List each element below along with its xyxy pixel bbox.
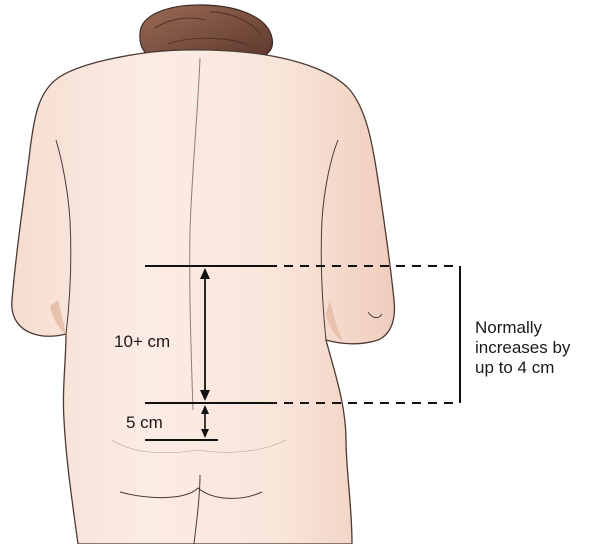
upper-span-label: 10+ cm [114, 332, 170, 352]
increase-note-line-3: up to 4 cm [475, 358, 595, 378]
increase-note: Normally increases by up to 4 cm [475, 318, 595, 378]
increase-note-line-1: Normally [475, 318, 595, 338]
increase-note-line-2: increases by [475, 338, 595, 358]
lower-span-label: 5 cm [126, 413, 163, 433]
